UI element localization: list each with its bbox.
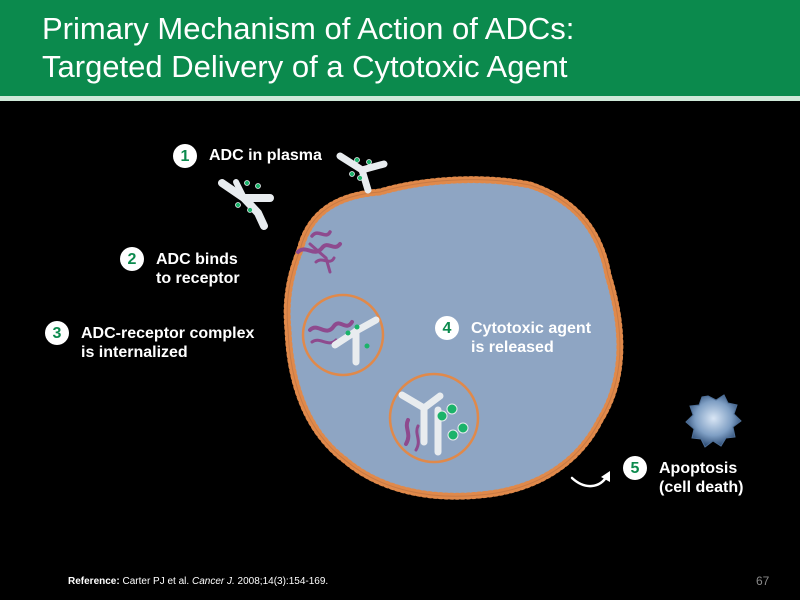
step-2-text-line-2: to receptor — [156, 270, 240, 287]
step-3-label: 3 ADC-receptor complex is internalized — [45, 321, 254, 362]
step-1-label: 1 ADC in plasma — [173, 144, 322, 168]
apoptotic-cell — [685, 394, 742, 448]
step-5-badge: 5 — [623, 456, 647, 480]
adc-antibody-plasma-1 — [218, 179, 274, 230]
step-5-label: 5 Apoptosis (cell death) — [623, 456, 743, 497]
step-1-text: ADC in plasma — [209, 147, 322, 164]
receptor-binding — [296, 230, 342, 274]
step-5-text-line-2: (cell death) — [659, 479, 744, 496]
step-2-badge: 2 — [120, 247, 144, 271]
step-4-text-line-1: Cytotoxic agent — [471, 320, 592, 337]
step-4-text-line-2: is released — [471, 339, 554, 356]
title-underline — [0, 96, 800, 101]
step-3-text-line-2: is internalized — [81, 344, 188, 361]
endosome-payload-release — [388, 372, 480, 464]
reference-details: 2008;14(3):154-169. — [237, 576, 329, 587]
reference-authors: Carter PJ et al. — [122, 576, 190, 587]
step-3-badge: 3 — [45, 321, 69, 345]
reference-citation: Reference: Carter PJ et al. Cancer J. 20… — [68, 576, 328, 587]
reference-label: Reference: — [68, 576, 120, 587]
step-1-badge: 1 — [173, 144, 197, 168]
page-number: 67 — [756, 574, 770, 588]
title-line-2: Targeted Delivery of a Cytotoxic Agent — [42, 49, 568, 84]
endosome-internalized — [301, 293, 385, 377]
reference-journal: Cancer J. — [191, 576, 235, 587]
page-title: Primary Mechanism of Action of ADCs: Tar… — [42, 10, 574, 86]
step-4-label: 4 Cytotoxic agent is released — [435, 316, 591, 357]
step-3-text-line-1: ADC-receptor complex — [81, 325, 255, 342]
adc-antibody-plasma-2 — [336, 152, 388, 194]
step-5-text-line-1: Apoptosis — [659, 460, 738, 477]
apoptosis-arrow — [570, 471, 610, 488]
title-line-1: Primary Mechanism of Action of ADCs: — [42, 11, 575, 46]
step-4-badge: 4 — [435, 316, 459, 340]
title-bar — [0, 0, 800, 96]
step-2-label: 2 ADC binds to receptor — [120, 247, 240, 288]
step-2-text-line-1: ADC binds — [156, 251, 238, 268]
